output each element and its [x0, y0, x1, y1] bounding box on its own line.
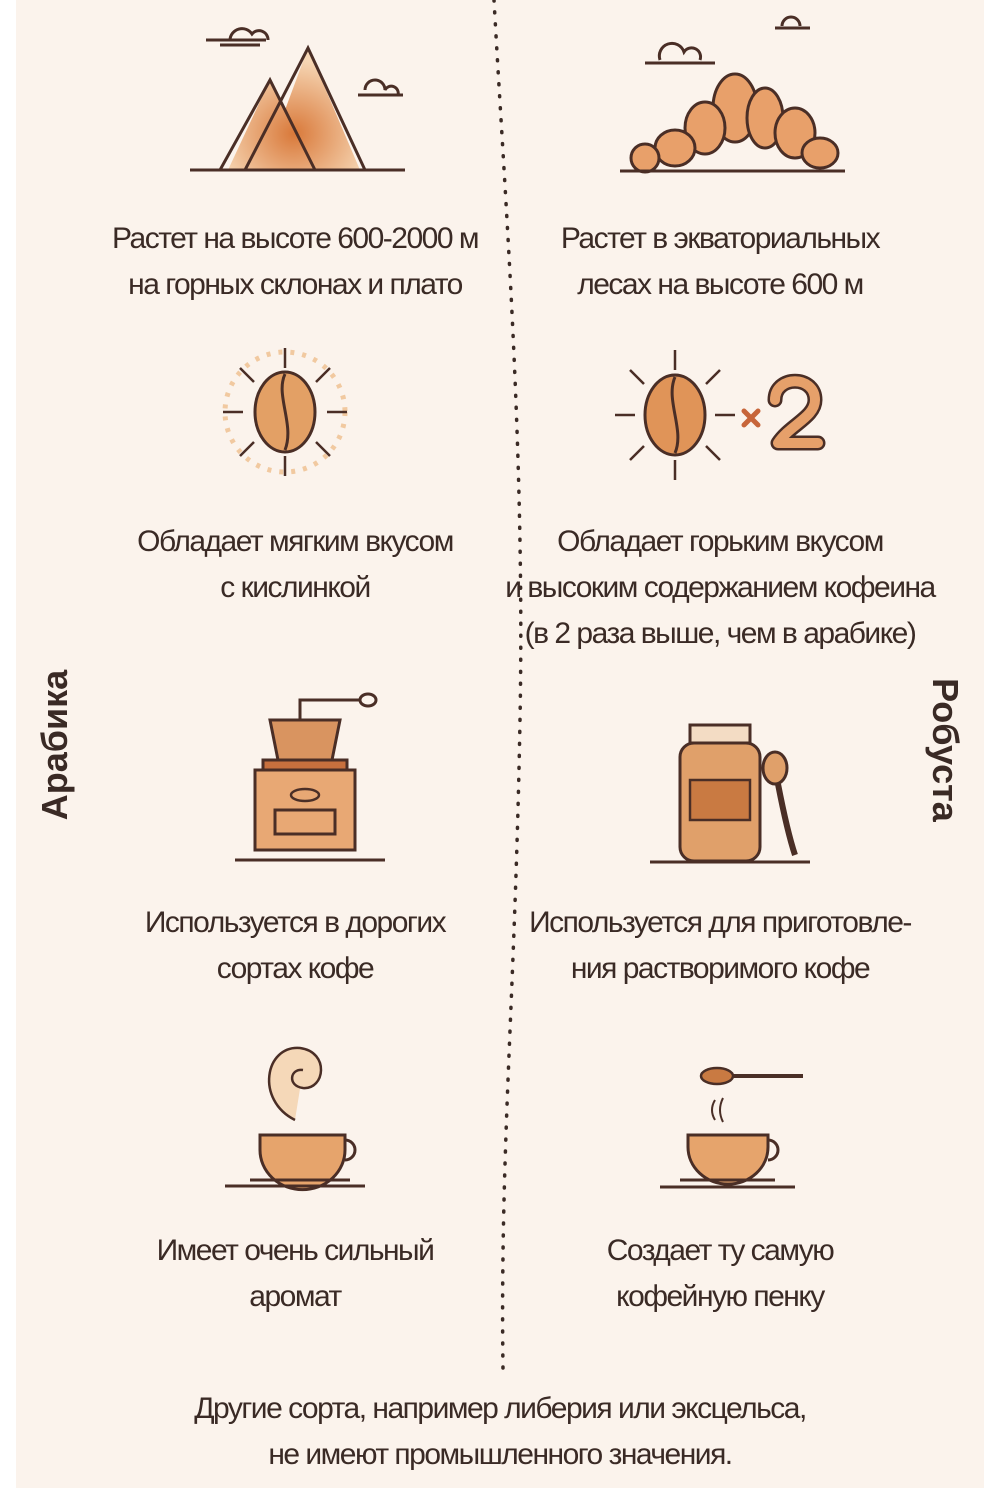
arabica-altitude-text: Растет на высоте 600-2000 м на горных ск…	[25, 216, 565, 308]
forest-icon	[620, 15, 845, 174]
text-line: на горных склонах и плато	[128, 268, 463, 301]
text-line: аромат	[249, 1280, 342, 1313]
arabica-label: Арабика	[34, 669, 75, 821]
robusta-foam-text: Создает ту самую кофейную пенку	[450, 1228, 990, 1320]
text-line: Используется в дорогих	[144, 906, 447, 939]
text-line: Растет на высоте 600-2000 м	[112, 222, 479, 255]
text-line: кофейную пенку	[616, 1280, 825, 1313]
text-line: и высоким содержанием кофеина	[505, 571, 936, 604]
coffee-cup-spoon-icon	[660, 1066, 803, 1189]
robusta-usage-text: Используется для приготовле- ния раствор…	[450, 900, 990, 992]
coffee-cup-aroma-icon	[225, 1046, 365, 1192]
text-line: не имеют промышленного значения.	[268, 1438, 733, 1471]
arabica-usage-text: Используется в дорогих сортах кофе	[25, 900, 565, 992]
footer-note: Другие сорта, например либерия или эксце…	[100, 1386, 900, 1478]
instant-coffee-jar-icon	[650, 723, 810, 864]
text-line: (в 2 раза выше, чем в арабике)	[524, 617, 917, 650]
text-line: Обладает горьким вкусом	[557, 525, 884, 558]
coffee-grinder-icon	[235, 692, 385, 862]
text-line: Растет в экваториальных	[560, 222, 881, 255]
arabica-aroma-text: Имеет очень сильный аромат	[25, 1228, 565, 1320]
text-line: Имеет очень сильный	[156, 1234, 435, 1267]
robusta-altitude-text: Растет в экваториальных лесах на высоте …	[450, 216, 990, 308]
text-line: сортах кофе	[216, 952, 375, 985]
text-line: Другие сорта, например либерия или эксце…	[194, 1392, 807, 1425]
text-line: Используется для приготовле-	[529, 906, 912, 939]
infographic	[16, 0, 984, 1488]
coffee-bean-x2-icon	[615, 350, 826, 480]
robusta-label: Робуста	[925, 678, 966, 822]
text-line: лесах на высоте 600 м	[577, 268, 864, 301]
text-line: Создает ту самую	[606, 1234, 835, 1267]
coffee-bean-icon	[222, 348, 348, 476]
mountains-icon	[190, 27, 405, 172]
text-line: Обладает мягким вкусом	[137, 525, 454, 558]
robusta-taste-text: Обладает горьким вкусом и высоким содерж…	[450, 519, 990, 657]
text-line: с кислинкой	[220, 571, 371, 604]
text-line: ния растворимого кофе	[570, 952, 871, 985]
arabica-taste-text: Обладает мягким вкусом с кислинкой	[25, 519, 565, 611]
